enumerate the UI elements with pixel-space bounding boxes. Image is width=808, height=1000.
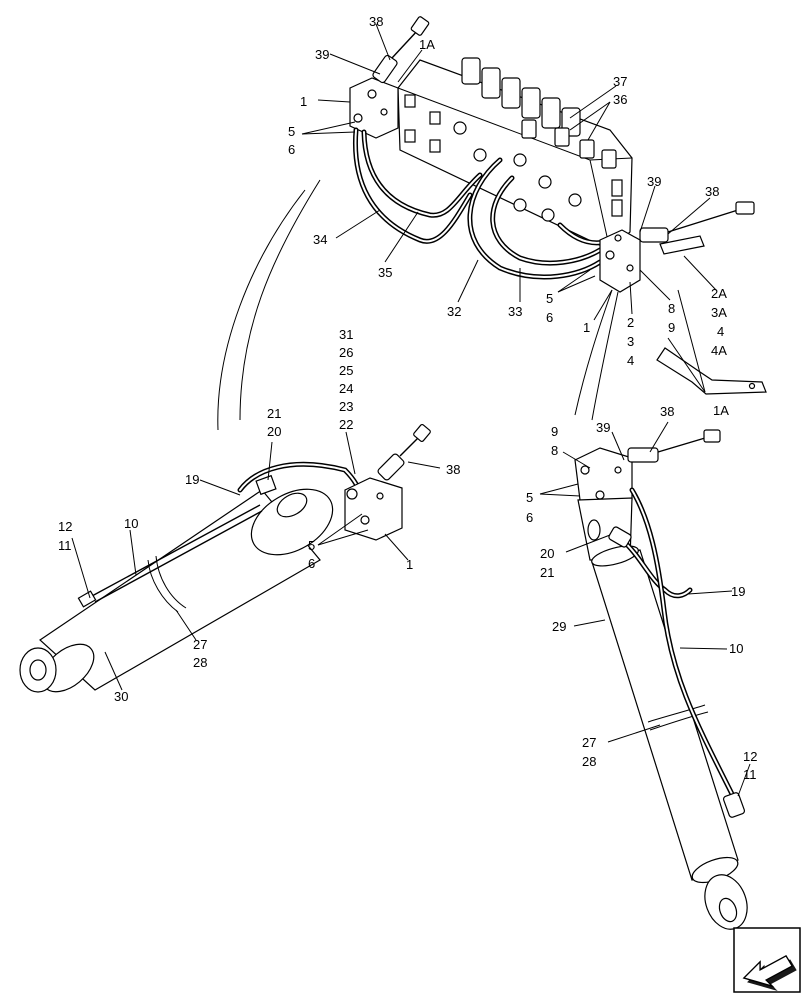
callout-lc-10: 10	[124, 516, 138, 531]
callout-lc-30: 30	[114, 689, 128, 704]
reference-arc-left	[217, 189, 306, 431]
callout-block-4: 4	[627, 353, 634, 368]
callout-block-8: 8	[668, 301, 675, 316]
callout-lc-38: 38	[446, 462, 460, 477]
callout-lc-23: 23	[339, 399, 353, 414]
callout-block-39: 39	[647, 174, 661, 189]
callout-bracket-4: 4	[717, 324, 724, 339]
callout-lc-22: 22	[339, 417, 353, 432]
callout-lc-1: 1	[406, 557, 413, 572]
callout-bracket-1A: 1A	[713, 403, 729, 418]
callout-valve-5: 5	[288, 124, 295, 139]
callout-lc-24: 24	[339, 381, 353, 396]
callout-lc-31: 31	[339, 327, 353, 342]
bracket-1A	[656, 347, 767, 395]
left-cylinder-assembly	[19, 423, 431, 693]
callout-rc-28: 28	[582, 754, 596, 769]
callout-rc-11: 11	[743, 767, 757, 782]
callout-valve-6: 6	[288, 142, 295, 157]
right-cylinder-assembly	[574, 429, 748, 930]
callout-block-3: 3	[627, 334, 634, 349]
callout-lc-20: 20	[267, 424, 281, 439]
callout-rc-20: 20	[540, 546, 554, 561]
callout-lc-25: 25	[339, 363, 353, 378]
callout-block-9: 9	[668, 320, 675, 335]
valve-sensor-38	[372, 16, 430, 84]
callout-bracket-4A: 4A	[711, 343, 727, 358]
callout-valve-35: 35	[378, 265, 392, 280]
callout-valve-1A: 1A	[419, 37, 435, 52]
callout-block-2: 2	[627, 315, 634, 330]
callout-lc-27: 27	[193, 637, 207, 652]
valve-sensor-38-right	[639, 201, 755, 255]
callout-block-6: 6	[546, 310, 553, 325]
callout-rc-10: 10	[729, 641, 743, 656]
control-valve-assembly	[349, 16, 767, 395]
callout-bracket-2A: 2A	[711, 286, 727, 301]
callout-labels: 38 1A 39 1 5 6 37 36 34 35 32 33 5 6 1 2…	[58, 14, 757, 782]
callout-rc-39: 39	[596, 420, 610, 435]
callout-rc-8: 8	[551, 443, 558, 458]
callout-lc-21: 21	[267, 406, 281, 421]
callout-rc-9: 9	[551, 424, 558, 439]
callout-lc-19: 19	[185, 472, 199, 487]
valve-hoses	[352, 127, 608, 280]
callout-block-38: 38	[705, 184, 719, 199]
valve-left-block	[349, 77, 399, 139]
valve-ports	[404, 94, 623, 222]
valve-spool-caps	[461, 57, 617, 169]
callout-rc-5: 5	[526, 490, 533, 505]
callout-lc-12: 12	[58, 519, 72, 534]
callout-valve-37: 37	[613, 74, 627, 89]
callout-lc-28: 28	[193, 655, 207, 670]
callout-rc-12: 12	[743, 749, 757, 764]
callout-lc-5: 5	[308, 538, 315, 553]
callout-lc-6: 6	[308, 556, 315, 571]
callout-lc-11: 11	[58, 538, 72, 553]
valve-right-block	[599, 229, 641, 293]
callout-valve-38: 38	[369, 14, 383, 29]
callout-bracket-3A: 3A	[711, 305, 727, 320]
reference-arc-right	[574, 289, 613, 416]
callout-valve-33: 33	[508, 304, 522, 319]
callout-rc-27: 27	[582, 735, 596, 750]
callout-block-1: 1	[583, 320, 590, 335]
callout-lc-26: 26	[339, 345, 353, 360]
callout-valve-36: 36	[613, 92, 627, 107]
callout-valve-39: 39	[315, 47, 329, 62]
leader-lines	[71, 23, 751, 797]
arrow-back-icon[interactable]	[733, 927, 801, 993]
callout-rc-29: 29	[552, 619, 566, 634]
callout-valve-34: 34	[313, 232, 327, 247]
callout-valve-1: 1	[300, 94, 307, 109]
reference-arc-right-2	[591, 291, 619, 421]
callout-block-5: 5	[546, 291, 553, 306]
callout-valve-32: 32	[447, 304, 461, 319]
callout-rc-21: 21	[540, 565, 554, 580]
reference-arc-left-2	[239, 179, 321, 421]
callout-rc-19: 19	[731, 584, 745, 599]
callout-rc-6: 6	[526, 510, 533, 525]
callout-rc-38: 38	[660, 404, 674, 419]
